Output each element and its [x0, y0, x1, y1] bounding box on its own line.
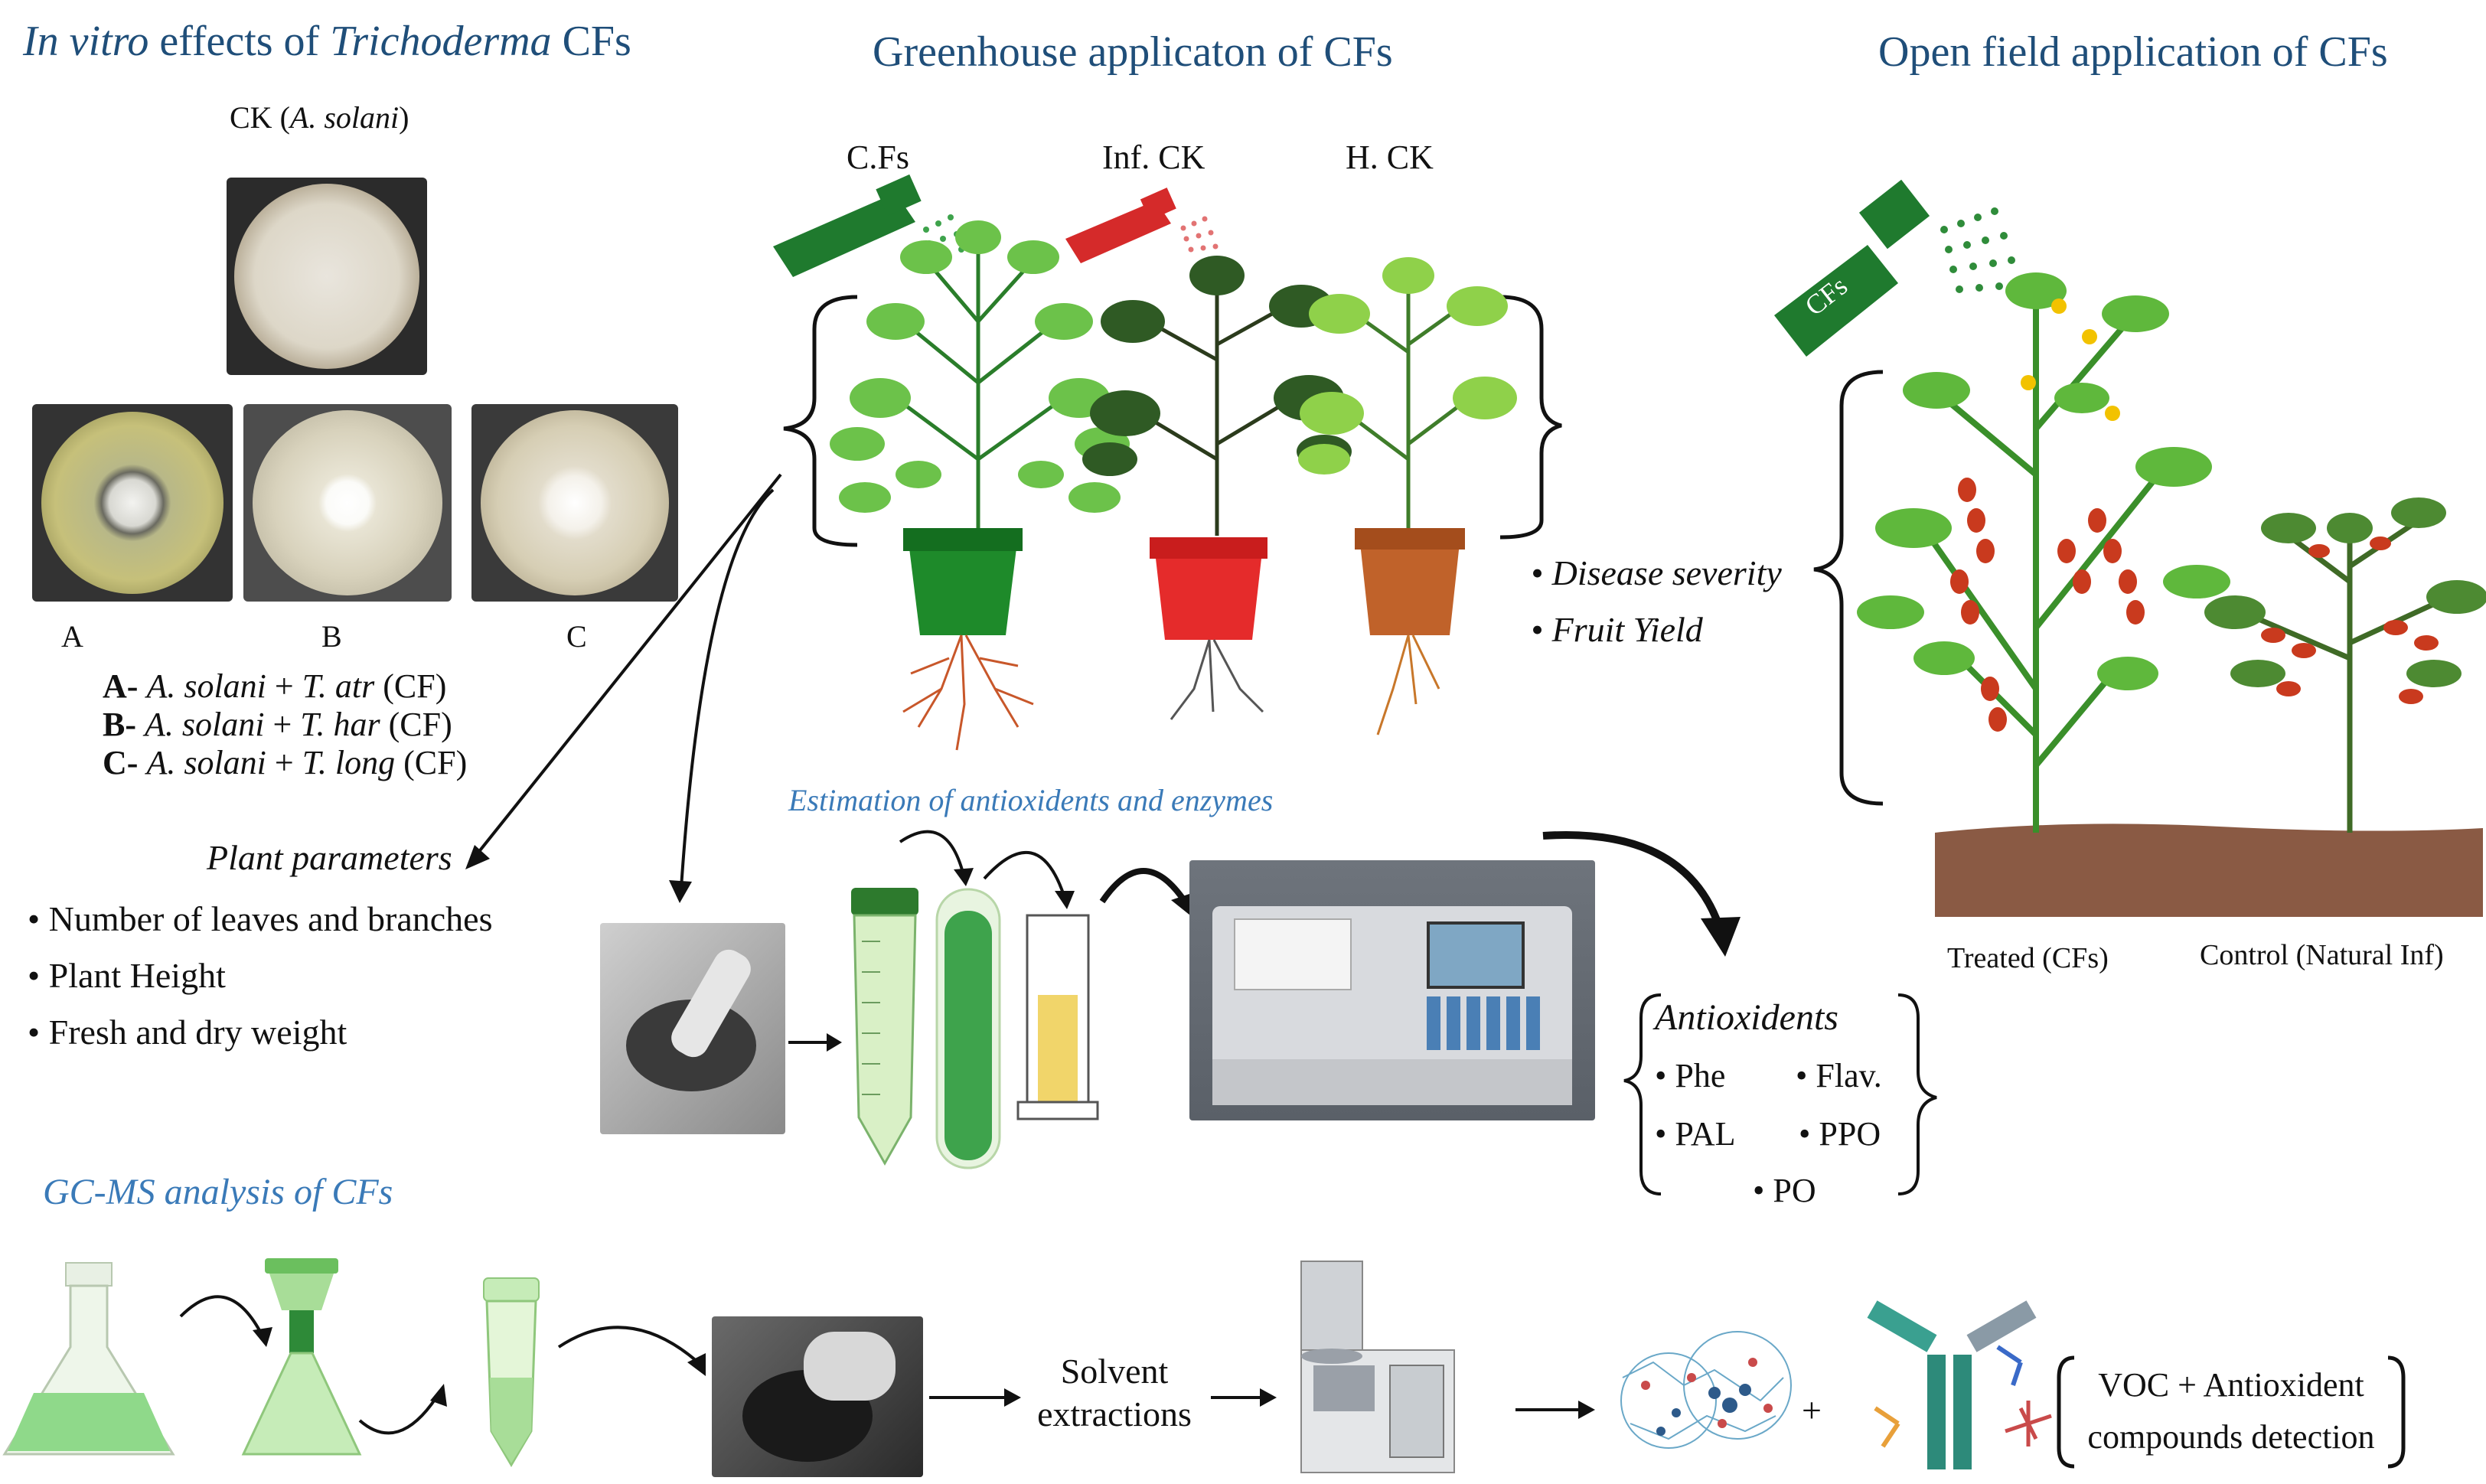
ck-label-species: A. solani [289, 100, 400, 135]
detection-line-1: VOC + Antioxident [2098, 1366, 2364, 1404]
legend-cf-a: (CF) [374, 667, 447, 705]
ck-label-open: CK ( [230, 100, 290, 135]
ck-label: CK (A. solani) [230, 99, 409, 135]
dish-label-b: B [321, 619, 342, 654]
invitro-legend: A- A. solani + T. atr (CF) B- A. solani … [103, 667, 467, 782]
invitro-title-end: CFs [551, 18, 631, 65]
control-label: Control (Natural Inf) [2200, 939, 2444, 971]
treated-label: Treated (CFs) [1947, 942, 2109, 974]
pot-label-inf-ck: Inf. CK [1102, 139, 1205, 176]
dish-label-a: A [61, 619, 83, 654]
plant-param-leaves: • Number of leaves and branches [28, 899, 493, 938]
legend-row-a: A- A. solani + T. atr (CF) [103, 667, 467, 706]
falcon-tube-icon [851, 888, 918, 1166]
antiox-item-po: • PO [1753, 1172, 1816, 1209]
openfield-title: Open field application of CFs [1878, 28, 2388, 76]
antiox-item-ppo: • PPO [1799, 1115, 1881, 1153]
solvent-extraction-label: Solvent extractions [1023, 1350, 1206, 1436]
petri-dish-b-photo [243, 404, 452, 602]
terracotta-pot [1359, 536, 1460, 635]
petri-dish-c-photo [471, 404, 678, 602]
legend-sp2-a: T. atr [302, 667, 375, 705]
legend-row-c: C- A. solani + T. long (CF) [103, 744, 467, 782]
detection-line-2: compounds detection [2087, 1418, 2375, 1456]
green-test-tube-icon [935, 888, 1001, 1169]
plant-param-height: • Plant Height [28, 956, 226, 995]
pot-label-cfs: C.Fs [847, 139, 909, 176]
red-pot [1154, 545, 1263, 640]
green-pot [908, 536, 1018, 635]
antibody-compounds-icon [1867, 1300, 2052, 1469]
soil-strip [1935, 824, 2483, 917]
legend-plus-b: + [264, 706, 301, 743]
plant-param-weight: • Fresh and dry weight [28, 1013, 347, 1052]
invitro-title: In vitro effects of Trichoderma CFs [23, 17, 631, 66]
erlenmeyer-flask-icon [2, 1262, 175, 1456]
red-sprayer-icon [1065, 188, 1219, 263]
legend-plus-a: + [266, 667, 302, 705]
greenhouse-title: Greenhouse applicaton of CFs [873, 28, 1393, 76]
legend-plus-c: + [266, 744, 302, 781]
legend-cf-c: (CF) [395, 744, 468, 781]
invitro-title-italic: In vitro [23, 18, 149, 65]
invitro-title-genus: Trichoderma [330, 18, 552, 65]
solvent-line-2: extractions [1037, 1394, 1192, 1433]
gcms-title: GC-MS analysis of CFs [43, 1172, 393, 1212]
spectrophotometer-photo [1189, 860, 1595, 1120]
legend-key-c: C- [103, 744, 139, 781]
legend-key-b: B- [103, 706, 136, 743]
small-falcon-tube-icon [483, 1277, 540, 1467]
centrifuge-photo [712, 1316, 923, 1477]
cuvette-icon [1016, 914, 1099, 1120]
antioxidents-title: Antioxidents [1655, 997, 1838, 1038]
greenhouse-outcomes: • Disease severity • Fruit Yield [1531, 545, 1782, 658]
plant-params-title: Plant parameters [207, 838, 452, 877]
dish-label-c: C [566, 619, 587, 654]
legend-key-a: A- [103, 667, 139, 705]
ck-label-close: ) [399, 100, 409, 135]
pot-label-h-ck: H. CK [1346, 139, 1434, 176]
molecule-network-icon [1620, 1331, 1792, 1449]
antiox-item-pal: • PAL [1655, 1115, 1736, 1153]
ck-petri-dish-photo [227, 178, 427, 375]
plus-sign: + [1802, 1391, 1822, 1430]
legend-sp2-b: T. har [300, 706, 380, 743]
invitro-title-mid: effects of [148, 18, 331, 65]
antiox-item-phe: • Phe [1655, 1057, 1726, 1094]
legend-sp1-b: A. solani [145, 706, 265, 743]
outcome-fruit-yield: • Fruit Yield [1531, 610, 1703, 649]
legend-row-b: B- A. solani + T. har (CF) [103, 706, 467, 744]
legend-sp1-c: A. solani [146, 744, 266, 781]
petri-dish-a-photo [32, 404, 233, 602]
detection-label: VOC + Antioxident compounds detection [2067, 1359, 2396, 1463]
estimation-title: Estimation of antioxidents and enzymes [788, 783, 1274, 817]
solvent-line-1: Solvent [1060, 1352, 1169, 1391]
legend-sp1-a: A. solani [146, 667, 266, 705]
cfs-sprayer-icon [1774, 179, 1930, 357]
plant-params-list: • Number of leaves and branches • Plant … [28, 891, 492, 1061]
vacuum-filter-icon [241, 1258, 362, 1456]
outcome-disease-severity: • Disease severity [1531, 553, 1782, 592]
legend-sp2-c: T. long [302, 744, 396, 781]
gc-ms-instrument-icon [1300, 1261, 1455, 1473]
mortar-pestle-photo [600, 923, 785, 1134]
legend-cf-b: (CF) [380, 706, 452, 743]
antiox-item-flav: • Flav. [1796, 1057, 1882, 1094]
